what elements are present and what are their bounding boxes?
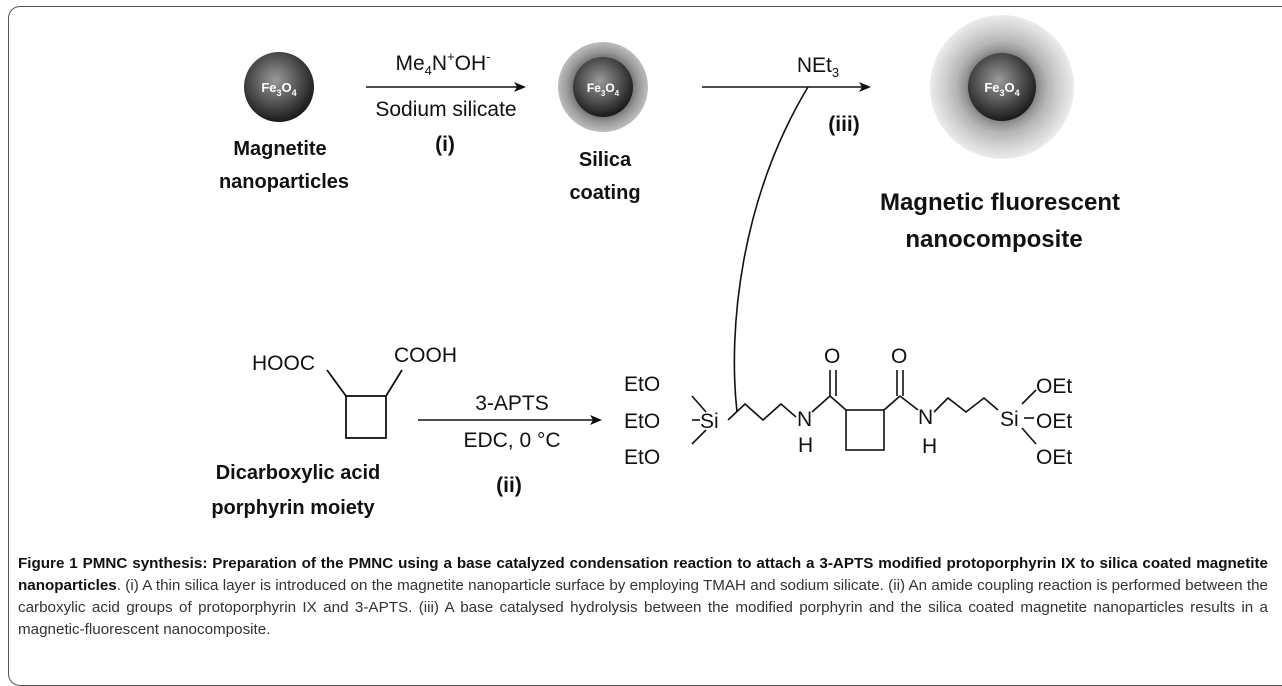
figure-caption: Figure 1 PMNC synthesis: Preparation of … (18, 553, 1268, 641)
acid-hooc: HOOC (252, 352, 315, 375)
acid-bond-right (385, 369, 403, 397)
product-particle: Fe3O4 (930, 15, 1074, 159)
product-label-line2: nanocomposite (905, 226, 1082, 253)
mol-si-right: Si (1000, 408, 1019, 431)
mol-oet-top: OEt (1036, 375, 1072, 398)
dicarboxylic-acid-structure (326, 369, 403, 439)
mol-h-right: H (922, 435, 937, 458)
step2-reagent-edc: EDC, 0 °C (463, 429, 560, 452)
silica-label: Silica (579, 149, 632, 171)
mol-n-left: N (797, 408, 812, 431)
si-right-bond-top (1021, 389, 1037, 405)
product-label-line1: Magnetic fluorescent (880, 189, 1120, 216)
reaction-scheme: Fe3O4 Magnetite nanoparticles Me4N+OH- S… (211, 15, 1120, 519)
magnetite-label: Magnetite (233, 138, 326, 160)
product-cyclobutane-ring (845, 409, 885, 451)
mol-eto-bot: EtO (624, 446, 660, 469)
coating-label: coating (569, 182, 640, 204)
si-right-bond-bot (1021, 427, 1037, 445)
acid-label-line1: Dicarboxylic acid (216, 462, 381, 484)
si-left-bond-top (691, 395, 707, 413)
nanoparticles-label: nanoparticles (219, 171, 349, 193)
mol-eto-top: EtO (624, 373, 660, 396)
left-ring-bond (829, 395, 847, 411)
right-propyl-chain (933, 396, 999, 414)
mol-o-left: O (824, 345, 840, 368)
step1-reagent-silicate: Sodium silicate (375, 98, 516, 121)
step3-connector (733, 86, 809, 413)
caption-body: . (i) A thin silica layer is introduced … (18, 577, 1268, 638)
step1-numeral: (i) (435, 133, 455, 156)
mol-h-left: H (798, 434, 813, 457)
step2-reagent-apts: 3-APTS (475, 392, 549, 415)
left-propyl-chain (727, 402, 797, 422)
acid-cyclobutane-ring (345, 395, 387, 439)
magnetite-core (244, 52, 314, 122)
mol-oet-bot: OEt (1036, 446, 1072, 469)
right-ring-bond (883, 395, 901, 411)
acid-bond-left (326, 369, 347, 397)
left-amide-bond (811, 395, 831, 413)
mol-eto-mid: EtO (624, 410, 660, 433)
caption-lead: Figure 1 PMNC synthesis: Preparation of … (18, 555, 1268, 594)
acid-label-line2: porphyrin moiety (211, 497, 375, 519)
magnetite-particle: Fe3O4 (244, 52, 314, 122)
modified-porphyrin-structure (691, 370, 1037, 451)
step2-numeral: (ii) (496, 474, 522, 497)
step3-numeral: (iii) (828, 113, 860, 136)
mol-oet-mid: OEt (1036, 410, 1072, 433)
mol-n-right: N (918, 406, 933, 429)
step3-reagent-net3: NEt3 (797, 54, 839, 80)
silica-coated-particle: Fe3O4 (558, 42, 648, 132)
product-core (968, 53, 1036, 121)
core-label-1: Fe3O4 (261, 80, 296, 98)
right-amide-bond (899, 395, 919, 411)
silica-core (573, 57, 633, 117)
step1-reagent-tmah: Me4N+OH- (395, 49, 490, 78)
core-label-3: Fe3O4 (984, 80, 1019, 98)
si-left-bond-bot (691, 429, 707, 445)
core-label-2: Fe3O4 (587, 81, 620, 98)
mol-si-left: Si (700, 410, 719, 433)
mol-o-right: O (891, 345, 907, 368)
acid-cooh: COOH (394, 344, 457, 367)
